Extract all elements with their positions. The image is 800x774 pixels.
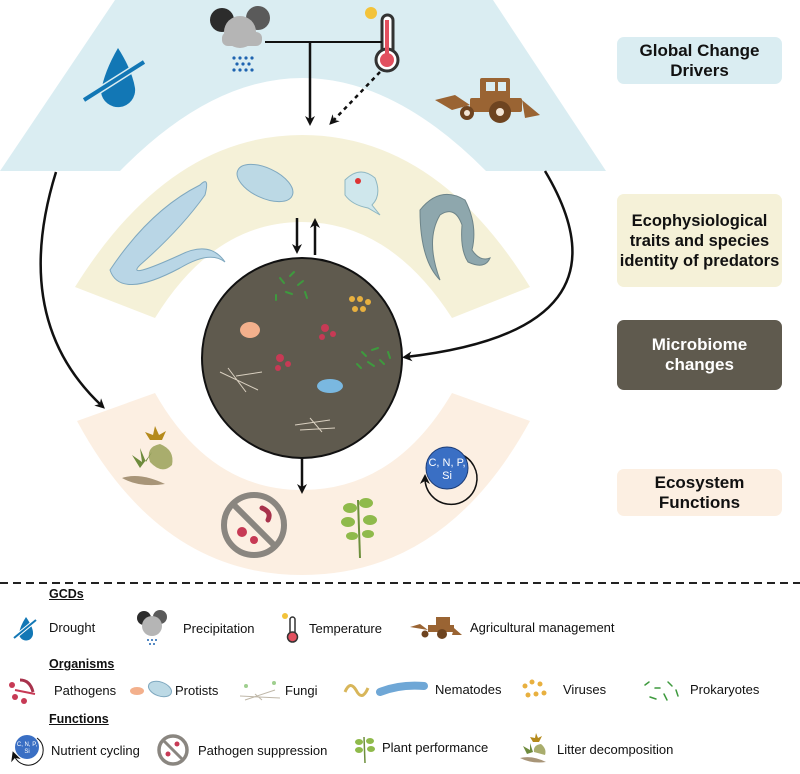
microbiome-protist-icon [240,322,260,338]
legend-temperature-icon [282,613,299,643]
legend-nutrient-badge-line2: Si [24,749,29,755]
microbiome-circle [201,257,403,459]
legend-label-protists: Protists [175,683,219,698]
nematode-predator-right-icon [419,193,491,281]
nutrient-badge-line2: Si [442,470,452,482]
legend-label-precipitation: Precipitation [183,621,255,636]
function-band [77,393,530,575]
legend-heading-organisms: Organisms [49,657,115,671]
temperature-icon [365,7,400,73]
legend-heading-gcds: GCDs [49,587,84,601]
protist-ciliate-icon [236,163,294,203]
pathogen-suppression-icon [221,492,287,558]
litter-decomposition-icon [122,426,173,486]
ecosystem-functions-label: Ecosystem Functions [617,469,782,516]
microbiome-prokaryotes-icon [275,271,391,369]
legend-prokaryotes-icon [644,681,679,701]
precipitation-icon [210,6,270,72]
legend-label-agricultural-management: Agricultural management [470,620,615,635]
microbiome-viruses-icon [349,296,371,312]
legend-nutrient-cycling-icon: C, N, P, Si [11,735,44,766]
legend-label-nematodes: Nematodes [435,682,502,697]
legend-label-pathogens: Pathogens [54,683,117,698]
legend-protists-icon [130,680,173,698]
legend-label-plant-performance: Plant performance [382,740,489,755]
legend-fungi-icon [239,681,281,701]
legend-label-litter-decomposition: Litter decomposition [557,742,674,757]
plant-performance-icon [341,498,377,559]
legend-label-viruses: Viruses [563,682,607,697]
legend-plant-performance-icon [355,736,375,764]
legend-label-pathogen-suppression: Pathogen suppression [198,743,328,758]
nutrient-cycling-icon: C, N, P, Si [419,446,478,506]
predator-traits-label: Ecophysiological traits and species iden… [617,194,782,287]
microbiome-nematode-icon [317,379,343,393]
predator-band [75,135,530,318]
gcd-to-function-arrow [39,171,105,409]
legend-nutrient-badge-line1: C, N, P, [17,742,38,748]
legend-label-drought: Drought [49,620,96,635]
legend-tractor-icon [410,617,462,639]
nutrient-badge-line1: C, N, P, [428,457,465,469]
legend-drought-icon [12,617,38,641]
global-change-drivers-label: Global Change Drivers [617,37,782,84]
legend-pathogens-icon [9,678,36,704]
legend-litter-decomposition-icon [520,733,546,763]
microbiome-changes-label: Microbiome changes [617,320,782,390]
microbiome-pathogens-icon [275,324,336,371]
amoeba-nucleus [355,178,361,184]
tractor-icon [435,78,540,123]
nematode-predator-left-icon [109,181,226,285]
gcd-band [0,0,606,171]
microbiome-fungi-icon [219,367,336,433]
legend-label-temperature: Temperature [309,621,382,636]
legend-label-nutrient-cycling: Nutrient cycling [51,743,140,758]
legend-label-prokaryotes: Prokaryotes [690,682,760,697]
temperature-arrow-dotted [329,71,381,125]
amoeba-icon [344,171,381,216]
drought-icon [82,48,146,108]
legend-heading-functions: Functions [49,712,109,726]
legend-nematodes-icon [343,681,428,697]
gcd-to-microbiome-arrow [402,170,574,362]
legend-pathogen-suppression-icon [157,734,189,766]
legend-precipitation-icon [137,610,167,645]
legend-viruses-icon [522,679,547,698]
legend-label-fungi: Fungi [285,683,318,698]
